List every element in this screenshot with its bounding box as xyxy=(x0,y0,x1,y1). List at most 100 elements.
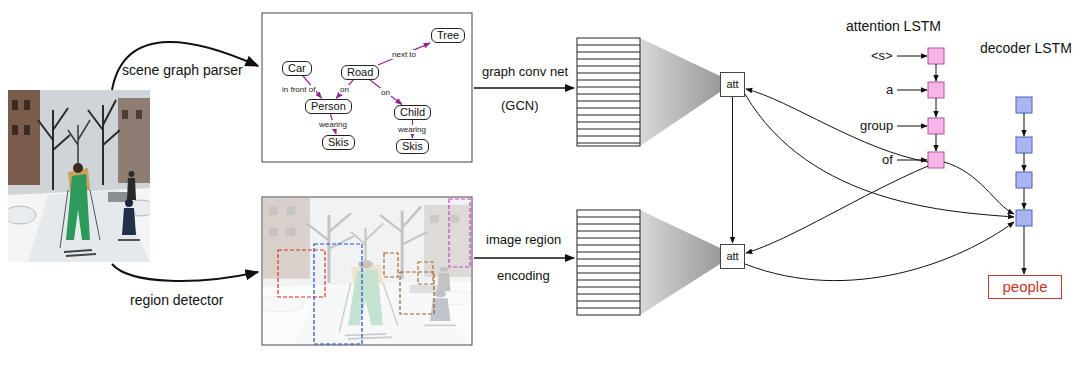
recurrent-arrow xyxy=(1024,113,1025,136)
relation-label: wearing xyxy=(318,120,348,129)
column-title: attention LSTM xyxy=(846,18,941,34)
matrix-row xyxy=(577,94,640,95)
lstm-cell xyxy=(1016,210,1032,226)
graph-object-node: Tree xyxy=(431,28,465,43)
attention-lstm-cells xyxy=(928,48,944,168)
graph-object-node: Road xyxy=(341,65,379,80)
output-word-box: people xyxy=(988,275,1062,299)
node-text: Road xyxy=(347,66,373,79)
recurrent-arrow xyxy=(936,64,937,81)
matrix-row xyxy=(577,143,640,144)
matrix-frame xyxy=(577,210,640,315)
attention-fan xyxy=(640,210,720,315)
matrix-row xyxy=(577,294,640,295)
matrix-row xyxy=(577,73,640,74)
graph-object-node: Skis xyxy=(322,135,355,150)
process-label: image region xyxy=(486,232,561,248)
matrix-row xyxy=(577,80,640,81)
lstm-cell xyxy=(928,118,944,134)
lstm-cell xyxy=(1016,137,1032,153)
graph-object-node: Skis xyxy=(396,139,429,154)
input-arrow xyxy=(897,160,927,161)
encoding-arrow xyxy=(474,257,574,259)
matrix-row xyxy=(577,52,640,53)
matrix-row xyxy=(577,280,640,281)
node-text: att xyxy=(723,73,742,95)
matrix-row xyxy=(577,238,640,239)
matrix-frame xyxy=(577,38,640,146)
region-box xyxy=(418,262,433,284)
input-photo xyxy=(4,90,155,262)
node-text: Car xyxy=(288,62,306,75)
matrix-row xyxy=(577,259,640,260)
matrix-row xyxy=(577,115,640,116)
relation-label: in front of xyxy=(281,85,316,94)
faded-photo xyxy=(257,198,478,344)
region-box xyxy=(400,272,434,314)
recurrent-arrow xyxy=(1024,153,1025,171)
matrix-row xyxy=(577,217,640,218)
relation-arrow xyxy=(370,80,402,104)
relation-label: on xyxy=(339,85,350,94)
context-arrow xyxy=(745,94,1014,217)
lstm-cell xyxy=(1016,97,1032,113)
matrix-row xyxy=(577,101,640,102)
matrix-row xyxy=(577,129,640,130)
matrix-row xyxy=(577,136,640,137)
matrix-row xyxy=(577,266,640,267)
node-text: Person xyxy=(311,100,346,113)
node-text: Skis xyxy=(328,136,349,149)
graph-object-node: Child xyxy=(394,105,431,120)
lstm-arrows xyxy=(745,56,1024,281)
node-text: att xyxy=(723,245,742,267)
matrix-row xyxy=(577,45,640,46)
region-box xyxy=(384,253,398,277)
input-arrow xyxy=(897,90,927,91)
detector-arrow xyxy=(112,264,258,281)
node-text: people xyxy=(1000,278,1050,296)
matrix-row xyxy=(577,308,640,309)
attention-box: att xyxy=(720,244,745,269)
input-token: a xyxy=(886,82,893,98)
feature-matrix xyxy=(577,210,640,315)
matrix-row xyxy=(577,252,640,253)
process-label: region detector xyxy=(130,292,223,308)
matrix-row xyxy=(577,245,640,246)
matrix-row xyxy=(577,87,640,88)
scene-graph-panel xyxy=(262,13,472,162)
relation-label: next to xyxy=(391,50,417,59)
attention-link xyxy=(732,97,733,243)
query-arrow xyxy=(746,89,928,162)
lstm-cell xyxy=(928,152,944,168)
lstm-cell xyxy=(928,48,944,64)
input-token: <s> xyxy=(871,48,893,64)
matrix-row xyxy=(577,108,640,109)
attention-box: att xyxy=(720,72,745,97)
query-arrow xyxy=(746,166,928,253)
process-label: scene graph parser xyxy=(122,62,243,78)
hidden-arrow xyxy=(944,162,1014,214)
matrix-row xyxy=(577,273,640,274)
column-title: decoder LSTM xyxy=(980,40,1072,56)
recurrent-arrow xyxy=(1024,188,1025,209)
matrix-row xyxy=(577,59,640,60)
relation-arrow xyxy=(378,43,430,65)
lstm-cell xyxy=(928,82,944,98)
region-box xyxy=(449,199,470,267)
process-label: (GCN) xyxy=(501,98,539,114)
relation-label: wearing xyxy=(397,125,427,134)
matrix-row xyxy=(577,224,640,225)
lstm-cell xyxy=(1016,172,1032,188)
decoder-lstm-cells xyxy=(1016,97,1032,226)
graph-object-node: Car xyxy=(282,61,312,76)
matrix-row xyxy=(577,287,640,288)
relation-arrow xyxy=(336,80,353,98)
parser-arrow xyxy=(112,42,258,90)
process-label: graph conv net xyxy=(482,64,568,80)
node-text: Skis xyxy=(402,140,423,153)
region-box xyxy=(314,244,362,344)
relation-label: on xyxy=(380,88,391,97)
input-token: of xyxy=(882,152,893,168)
